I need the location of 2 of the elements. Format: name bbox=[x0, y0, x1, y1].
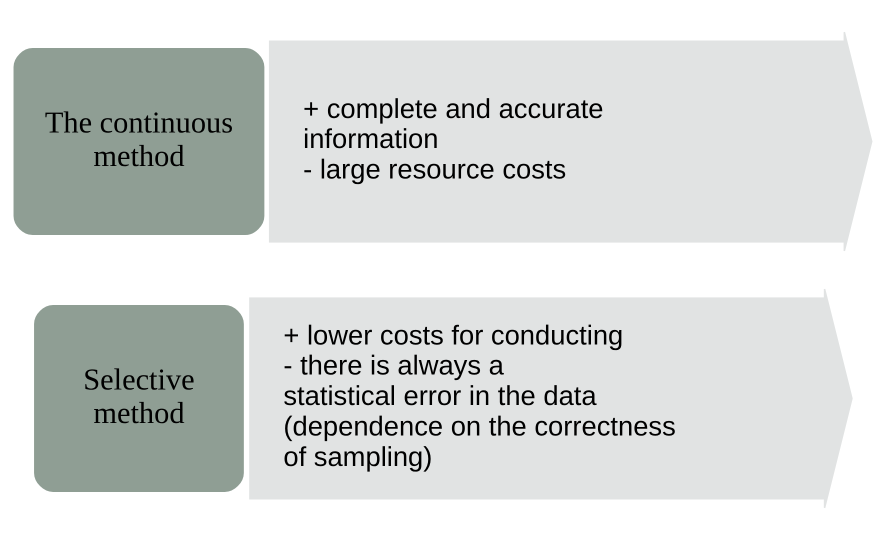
node-box: Selective method bbox=[34, 304, 244, 492]
node-box: The continuous method bbox=[14, 48, 264, 236]
